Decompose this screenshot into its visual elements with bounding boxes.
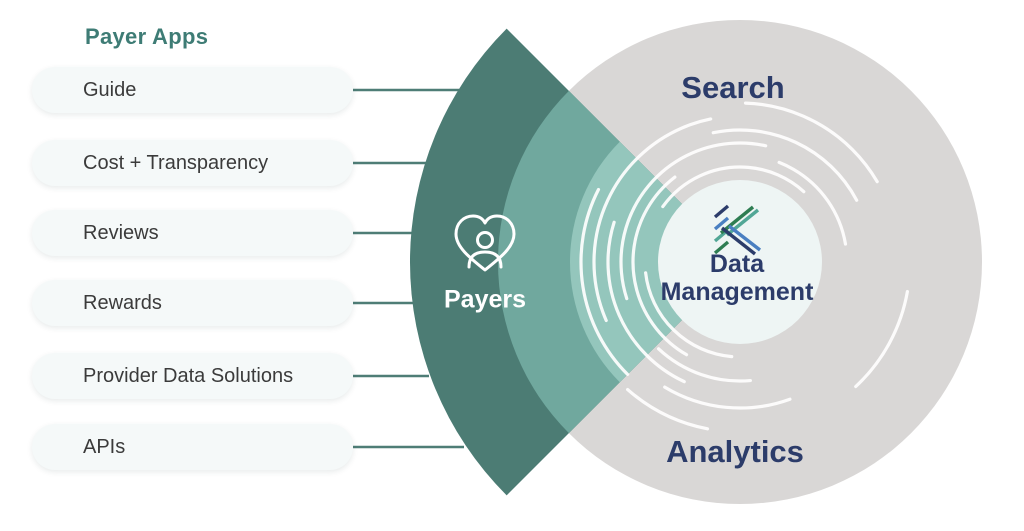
decorative-arc xyxy=(606,128,874,396)
heart-outline xyxy=(454,214,516,272)
kyruus-k-logo xyxy=(712,203,762,262)
pill-apis[interactable]: APIs xyxy=(32,424,353,470)
decorative-arc xyxy=(592,114,888,410)
decorative-arc xyxy=(631,153,849,371)
pill-cost-transparency[interactable]: Cost + Transparency xyxy=(32,140,353,186)
search-label: Search xyxy=(681,70,785,105)
decorative-arcs xyxy=(568,90,912,434)
analytics-label: Analytics xyxy=(666,434,804,469)
person-head xyxy=(476,231,494,249)
sidebar-title: Payer Apps xyxy=(85,24,209,49)
data-management-line1: Data xyxy=(709,250,765,278)
connector-lines xyxy=(353,88,464,449)
person-shoulders xyxy=(467,250,503,269)
center-circle xyxy=(658,180,822,344)
data-management-label: Data Management xyxy=(661,250,814,306)
decorative-arc xyxy=(619,141,861,383)
pill-reviews[interactable]: Reviews xyxy=(32,210,353,256)
heart-person-icon xyxy=(454,214,516,272)
kyruus-k-logo-strokes xyxy=(713,204,762,256)
decorative-arc xyxy=(643,165,837,359)
data-management-line2: Management xyxy=(660,278,814,306)
payers-wedge-inner xyxy=(569,141,740,383)
pill-rewards[interactable]: Rewards xyxy=(32,280,353,326)
decorative-arc xyxy=(579,101,901,423)
decorative-arc xyxy=(568,90,912,434)
pill-guide[interactable]: Guide xyxy=(32,67,353,113)
pill-provider-data-solutions[interactable]: Provider Data Solutions xyxy=(32,353,353,399)
payers-label: Payers xyxy=(443,285,527,314)
